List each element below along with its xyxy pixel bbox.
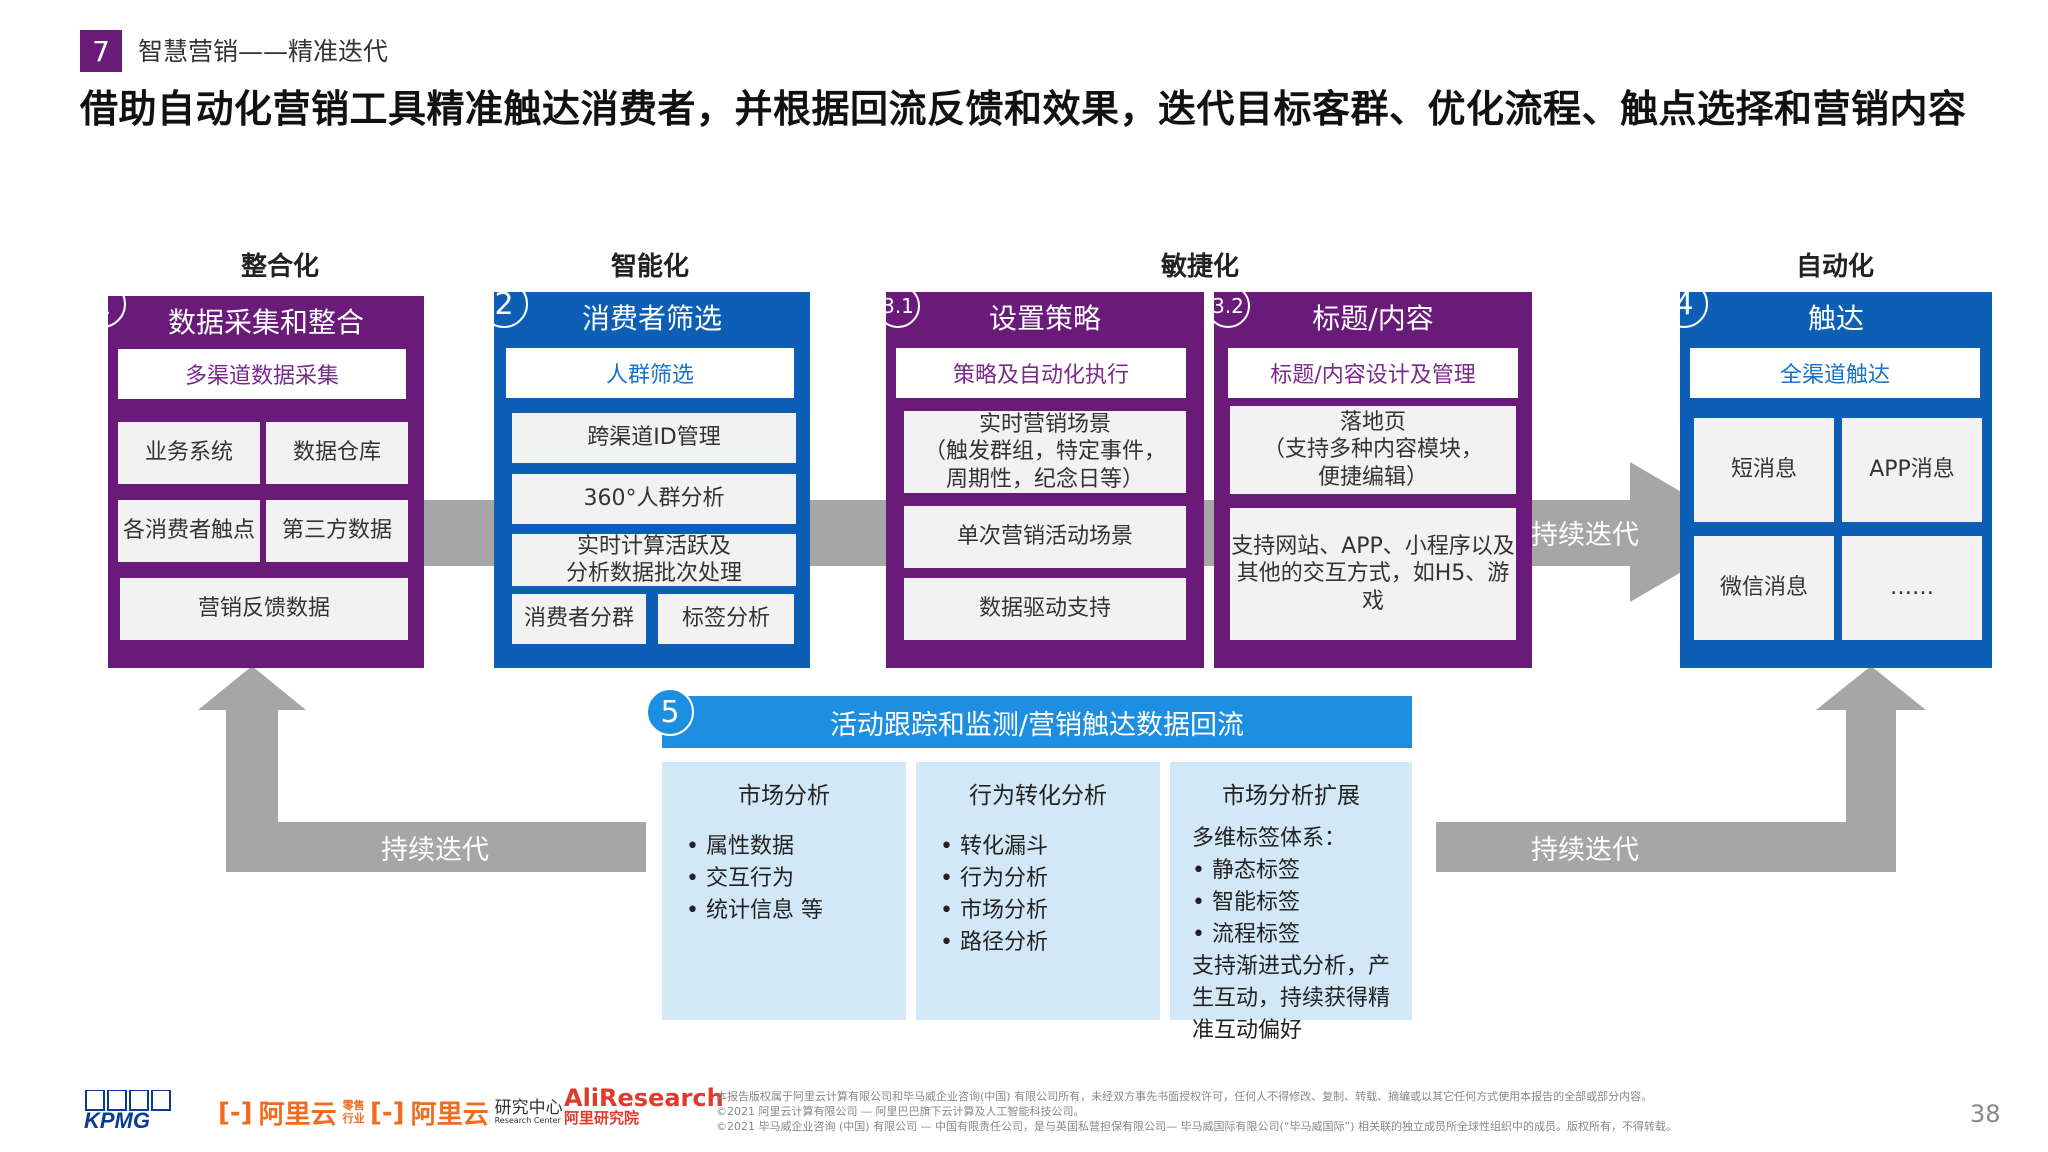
box-realtime-scenario: 实时营销场景 （触发群组，特定事件， 周期性，纪念日等）: [904, 411, 1186, 493]
box-wechat-message: 微信消息: [1694, 536, 1834, 640]
monitoring-column-extension: 市场分析扩展 多维标签体系： 静态标签 智能标签 流程标签 支持渐进式分析，产生…: [1170, 762, 1412, 1043]
box-marketing-feedback: 营销反馈数据: [120, 578, 408, 640]
box-more: ……: [1842, 536, 1982, 640]
panel-number-1: 1: [78, 280, 126, 328]
aliresearch-logo: AliResearch 阿里研究院: [564, 1084, 724, 1128]
aliresearch-en: AliResearch: [564, 1084, 724, 1112]
box-business-system: 业务系统: [118, 422, 260, 484]
box-crowd-screening: 人群筛选: [506, 348, 794, 398]
column-title: 市场分析扩展: [1222, 783, 1360, 809]
box-data-driven-support: 数据驱动支持: [904, 578, 1186, 640]
list-item: 流程标签: [1192, 919, 1390, 951]
list-item: 智能标签: [1192, 887, 1390, 919]
aliyun-retail-logo: [-] 阿里云 零售行业: [218, 1094, 369, 1131]
aliyun-research-logo: [-] 阿里云 研究中心 Research Center: [370, 1094, 563, 1131]
monitoring-column-market-analysis: 市场分析 属性数据 交互行为 统计信息 等: [662, 762, 906, 1020]
box-omnichannel-reach: 全渠道触达: [1690, 348, 1980, 398]
loop-right-arrowhead: [1816, 666, 1926, 710]
monitoring-column-conversion: 行为转化分析 转化漏斗 行为分析 市场分析 路径分析: [916, 762, 1160, 1020]
box-interaction-methods: 支持网站、APP、小程序以及 其他的交互方式，如H5、游戏: [1230, 508, 1516, 640]
panel-number-4: 4: [1660, 280, 1708, 328]
loop-left-horizontal: [226, 822, 646, 872]
list-item: 路径分析: [940, 927, 1136, 959]
box-realtime-compute: 实时计算活跃及 分析数据批次处理: [512, 534, 796, 586]
aliyun-logo-mark: [-]: [218, 1097, 253, 1128]
panel-number-2: 2: [480, 280, 528, 328]
copyright-line: ©2021 阿里云计算有限公司 — 阿里巴巴旗下云计算及人工智能科技公司。: [716, 1104, 1085, 1118]
retail-industry-tag: 零售行业: [342, 1099, 365, 1125]
box-single-campaign: 单次营销活动场景: [904, 506, 1186, 568]
list-item: 属性数据: [686, 831, 882, 863]
column-intro: 多维标签体系：: [1192, 826, 1347, 852]
svg-text:KPMG: KPMG: [84, 1108, 150, 1130]
copyright-line: ©2021 毕马威企业咨询 (中国) 有限公司 — 中国有限责任公司，是与英国私…: [716, 1119, 1678, 1133]
page-title: 借助自动化营销工具精准触达消费者，并根据回流反馈和效果，迭代目标客群、优化流程、…: [80, 87, 1967, 131]
aliyun-logo-text: 阿里云: [410, 1100, 489, 1130]
kpmg-logo: KPMG: [84, 1090, 171, 1130]
loop-right-horizontal: [1436, 822, 1896, 872]
panel-number-3-1: 3.1: [876, 284, 920, 328]
list-item: 交互行为: [686, 863, 882, 895]
panel-title-reach: 触达: [1807, 302, 1864, 335]
panel-title-strategy: 设置策略: [988, 302, 1101, 335]
box-consumer-segmentation: 消费者分群: [512, 594, 646, 644]
box-tag-analysis: 标签分析: [658, 594, 794, 644]
panel-title-data-collection: 数据采集和整合: [167, 306, 364, 339]
stage-label-agility: 敏捷化: [1160, 251, 1239, 282]
column-outro: 支持渐进式分析，产生互动，持续获得精准互动偏好: [1192, 953, 1391, 1043]
panel-title-content: 标题/内容: [1312, 302, 1434, 335]
list-item: 市场分析: [940, 895, 1136, 927]
box-cross-channel-id: 跨渠道ID管理: [512, 413, 796, 463]
box-sms: 短消息: [1694, 418, 1834, 522]
box-strategy-automation: 策略及自动化执行: [896, 348, 1186, 398]
box-multichannel-collection: 多渠道数据采集: [118, 349, 406, 399]
list-item: 行为分析: [940, 863, 1136, 895]
page-number: 38: [1970, 1100, 2001, 1128]
stage-label-automation: 自动化: [1795, 251, 1874, 282]
aliyun-logo-mark: [-]: [370, 1097, 405, 1128]
box-third-party-data: 第三方数据: [266, 500, 408, 562]
monitoring-header: 活动跟踪和监测/营销触达数据回流: [662, 696, 1412, 748]
box-data-warehouse: 数据仓库: [266, 422, 408, 484]
list-item: 静态标签: [1192, 855, 1390, 887]
panel-title-consumer-screening: 消费者筛选: [581, 302, 722, 335]
loop-right-label: 持续迭代: [1531, 834, 1639, 866]
box-app-message: APP消息: [1842, 418, 1982, 522]
copyright-notice: 本报告版权属于阿里云计算有限公司和毕马威企业咨询(中国) 有限公司所有，未经双方…: [716, 1090, 1966, 1135]
aliresearch-cn: 阿里研究院: [564, 1109, 640, 1128]
research-center-en: Research Center: [494, 1116, 561, 1126]
box-landing-page: 落地页 （支持多种内容模块， 便捷编辑）: [1230, 406, 1516, 494]
list-item: 统计信息 等: [686, 895, 882, 927]
section-number-badge: 7: [80, 30, 122, 72]
panel-number-5: 5: [646, 688, 694, 736]
aliyun-logo-text: 阿里云: [258, 1100, 337, 1130]
box-consumer-touchpoints: 各消费者触点: [118, 500, 260, 562]
copyright-line: 本报告版权属于阿里云计算有限公司和毕马威企业咨询(中国) 有限公司所有，未经双方…: [716, 1090, 1653, 1103]
box-360-analysis: 360°人群分析: [512, 474, 796, 524]
list-item: 转化漏斗: [940, 831, 1136, 863]
loop-left-arrowhead: [198, 666, 306, 710]
column-title: 行为转化分析: [969, 783, 1107, 809]
loop-right-vertical: [1846, 700, 1896, 872]
box-content-design: 标题/内容设计及管理: [1228, 348, 1518, 398]
loop-left-label: 持续迭代: [381, 834, 489, 866]
research-center-cn: 研究中心: [494, 1097, 563, 1118]
panel-number-3-2: 3.2: [1206, 284, 1250, 328]
section-label: 智慧营销——精准迭代: [138, 37, 389, 66]
stage-label-intelligence: 智能化: [610, 251, 689, 282]
stage-label-integration: 整合化: [240, 251, 319, 282]
flow-arrow-label: 持续迭代: [1531, 519, 1639, 551]
column-title: 市场分析: [738, 783, 830, 809]
